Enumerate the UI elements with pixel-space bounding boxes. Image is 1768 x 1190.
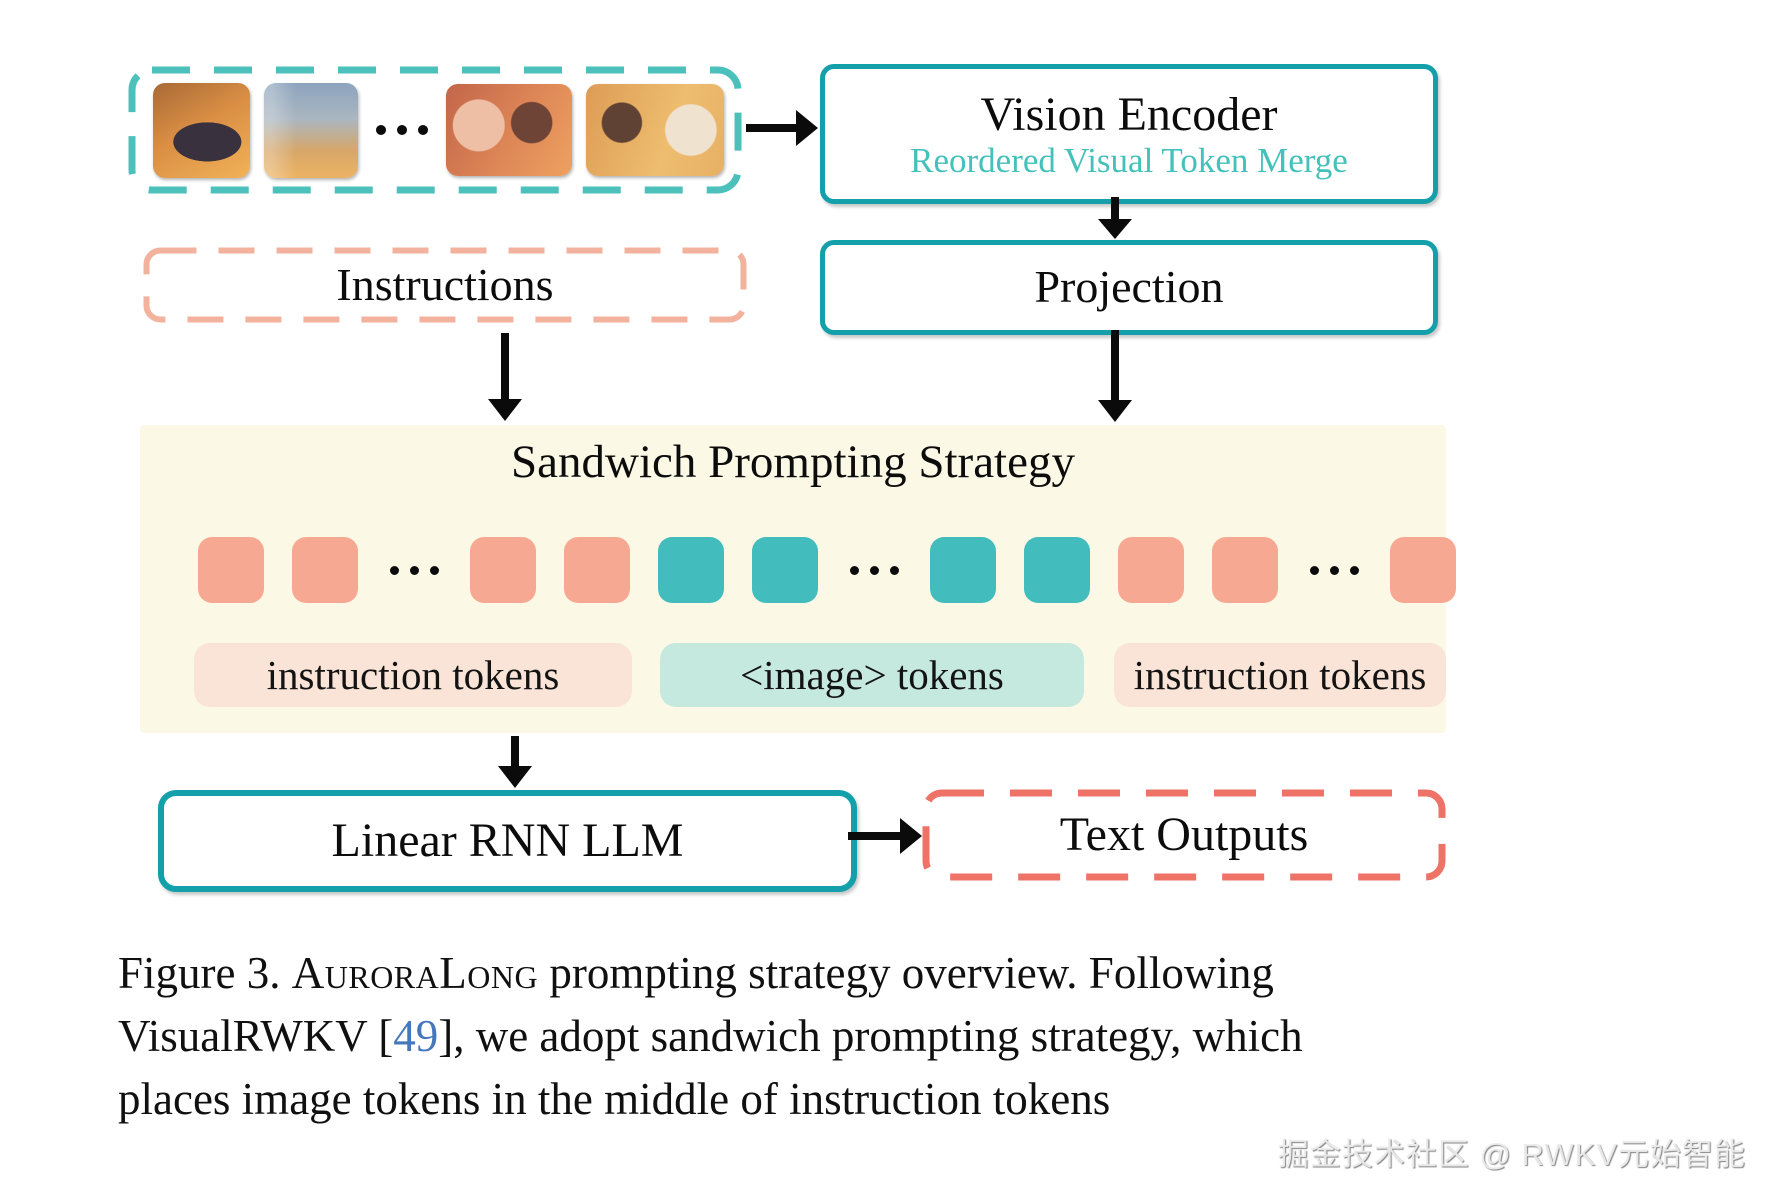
vision-encoder-box: Vision Encoder Reordered Visual Token Me… bbox=[820, 64, 1438, 204]
instruction-token bbox=[1118, 537, 1184, 603]
auroralong-brand: AuroraLong bbox=[291, 948, 539, 998]
instructions-label: Instructions bbox=[336, 258, 554, 310]
teal-dashed-border bbox=[128, 66, 742, 194]
video-frame-3 bbox=[446, 84, 572, 176]
arrow-instructions-to-panel bbox=[488, 333, 522, 421]
caption-line-1: Figure 3. AuroraLong prompting strategy … bbox=[118, 948, 1274, 998]
instruction-tokens-label-left: instruction tokens bbox=[194, 643, 632, 707]
instruction-tokens-label-right: instruction tokens bbox=[1114, 643, 1446, 707]
video-frames-panel bbox=[128, 66, 742, 194]
figure-caption: Figure 3. AuroraLong prompting strategy … bbox=[118, 942, 1488, 1131]
linear-rnn-llm-box: Linear RNN LLM bbox=[158, 790, 857, 892]
arrow-panel-to-llm bbox=[498, 736, 532, 788]
image-token bbox=[752, 537, 818, 603]
frames-ellipsis bbox=[372, 125, 432, 135]
sandwich-panel: Sandwich Prompting Strategy instruction … bbox=[140, 425, 1456, 733]
instruction-token bbox=[198, 537, 264, 603]
salmon-dashed-border bbox=[143, 247, 747, 323]
instruction-token bbox=[292, 537, 358, 603]
arrow-encoder-to-projection bbox=[1098, 197, 1132, 239]
ellipsis-dots bbox=[386, 565, 442, 575]
instruction-token bbox=[1390, 537, 1456, 603]
citation-49-link[interactable]: 49 bbox=[393, 1011, 439, 1061]
instructions-box: Instructions bbox=[143, 247, 747, 323]
projection-box: Projection bbox=[820, 240, 1438, 335]
image-token bbox=[658, 537, 724, 603]
image-token bbox=[1024, 537, 1090, 603]
instruction-token bbox=[564, 537, 630, 603]
video-frame-4 bbox=[586, 84, 724, 176]
image-tokens-label: <image> tokens bbox=[660, 643, 1084, 707]
sandwich-title: Sandwich Prompting Strategy bbox=[511, 436, 1075, 488]
arrow-projection-to-panel bbox=[1098, 330, 1132, 422]
instruction-token bbox=[1212, 537, 1278, 603]
instruction-token bbox=[470, 537, 536, 603]
watermark: 掘金技术社区 @ RWKV元始智能 bbox=[1277, 1137, 1746, 1172]
caption-line-3: places image tokens in the middle of ins… bbox=[118, 1074, 1111, 1124]
video-frame-1 bbox=[153, 82, 250, 178]
ellipsis-dots bbox=[846, 565, 902, 575]
projection-label: Projection bbox=[1034, 261, 1224, 313]
llm-label: Linear RNN LLM bbox=[331, 813, 684, 867]
caption-line-2: VisualRWKV [49], we adopt sandwich promp… bbox=[118, 1011, 1303, 1061]
arrow-llm-to-outputs bbox=[848, 818, 922, 854]
arrow-frames-to-encoder bbox=[746, 110, 818, 146]
ellipsis-dots bbox=[1306, 565, 1362, 575]
coral-dashed-border bbox=[922, 789, 1446, 881]
vision-encoder-subtitle: Reordered Visual Token Merge bbox=[910, 141, 1348, 181]
image-token bbox=[930, 537, 996, 603]
token-row bbox=[198, 537, 1456, 603]
vision-encoder-title: Vision Encoder bbox=[980, 88, 1278, 142]
text-outputs-label: Text Outputs bbox=[1059, 807, 1309, 861]
text-outputs-box: Text Outputs bbox=[922, 789, 1446, 881]
video-frame-2 bbox=[264, 82, 358, 178]
